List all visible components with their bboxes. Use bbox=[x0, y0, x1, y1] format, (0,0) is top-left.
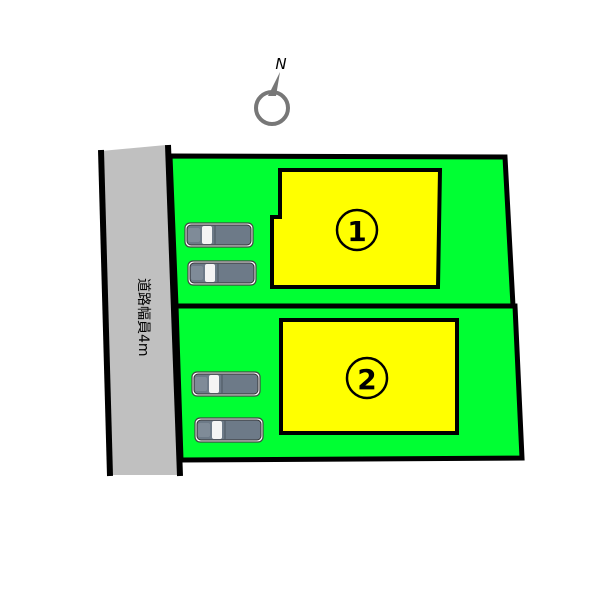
road-width-label: 道路幅員4m bbox=[135, 278, 151, 357]
compass-north-label: N bbox=[275, 55, 286, 73]
road: 道路幅員4m bbox=[98, 144, 183, 477]
lot-2[interactable]: 2 bbox=[173, 303, 525, 463]
car-icon bbox=[184, 222, 254, 248]
north-compass-icon: N bbox=[254, 55, 290, 126]
car-icon bbox=[187, 260, 257, 286]
car-icon bbox=[191, 371, 261, 397]
lot-1[interactable]: 1 bbox=[167, 153, 516, 309]
lot-2-number: 2 bbox=[357, 363, 376, 396]
building-2 bbox=[279, 318, 459, 435]
lot-1-number: 1 bbox=[347, 215, 366, 248]
building-1 bbox=[270, 168, 443, 289]
car-icon bbox=[194, 417, 264, 443]
